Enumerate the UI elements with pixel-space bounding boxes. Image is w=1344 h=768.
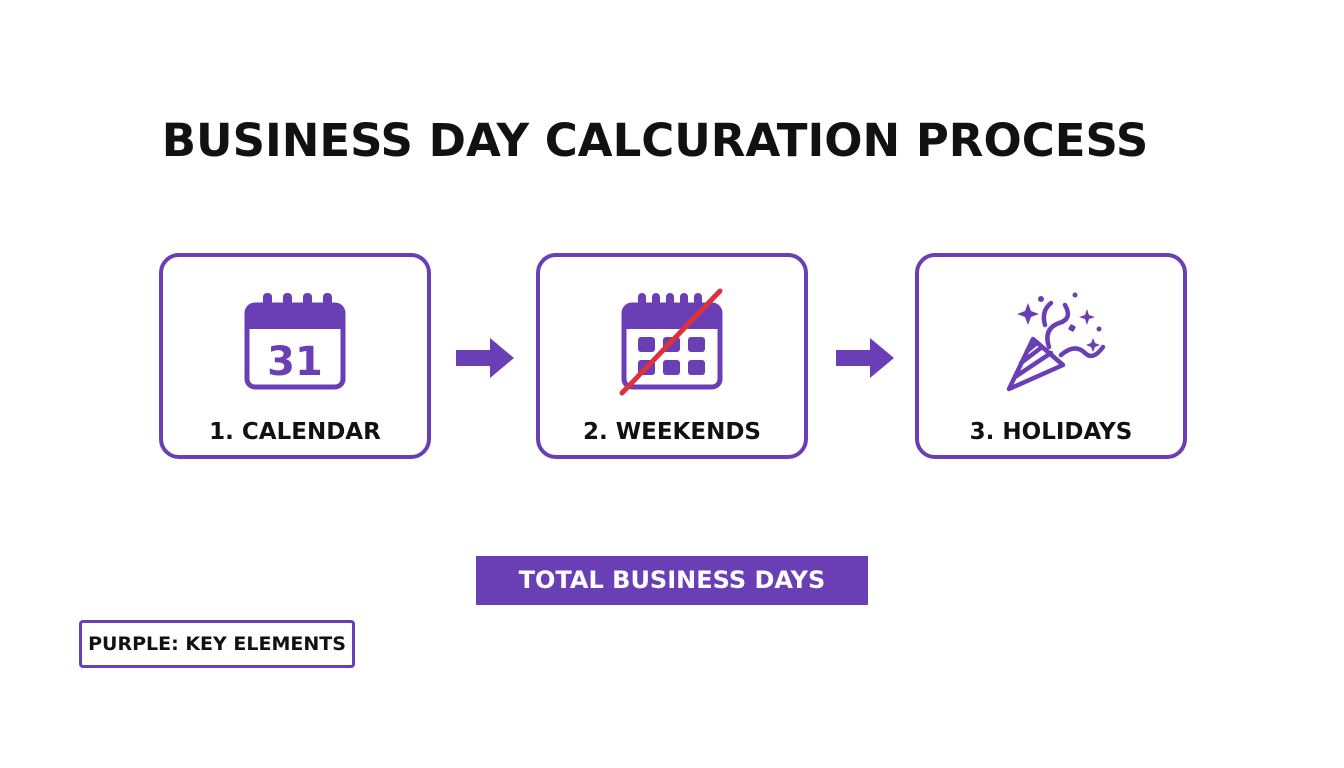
step-label: 1. CALENDAR — [209, 419, 381, 445]
step-weekends: 2. WEEKENDS — [536, 253, 808, 459]
calendar-date-text: 31 — [267, 339, 323, 385]
party-popper-icon — [1006, 292, 1106, 392]
step-calendar: 31 1. CALENDAR — [159, 253, 431, 459]
step-label: 3. HOLIDAYS — [969, 419, 1133, 445]
calendar-icon: 31 — [244, 293, 346, 390]
arrow-right-icon — [456, 338, 514, 378]
diagram-title: BUSINESS DAY CALCURATION PROCESS — [161, 114, 1149, 167]
step-holidays: 3. HOLIDAYS — [915, 253, 1187, 459]
legend-box: PURPLE: KEY ELEMENTS — [79, 620, 355, 668]
step-label: 2. WEEKENDS — [583, 419, 761, 445]
total-business-days-banner: TOTAL BUSINESS DAYS — [476, 556, 868, 605]
crossed-calendar-icon — [619, 288, 723, 396]
strike-line — [619, 288, 723, 396]
arrow-right-icon — [836, 338, 894, 378]
